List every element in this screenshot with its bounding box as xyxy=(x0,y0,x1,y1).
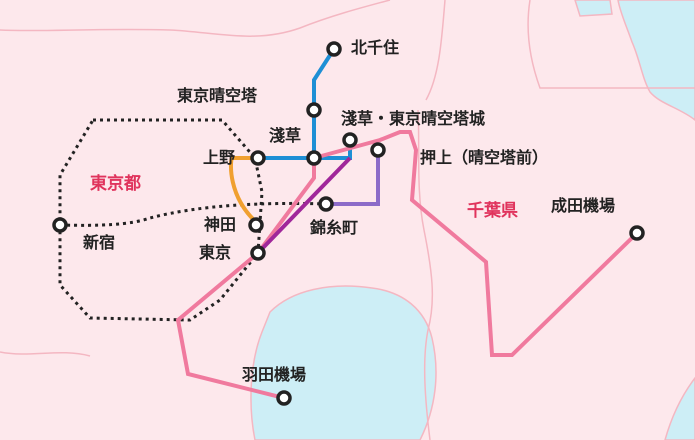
station-marker-asakusa xyxy=(306,150,322,166)
small-lake-water xyxy=(574,0,613,17)
station-marker-haneda xyxy=(276,390,292,406)
label-tokyo-prefecture: 東京都 xyxy=(90,174,141,194)
label-oshiage: 押上（晴空塔前） xyxy=(420,148,549,167)
yamanote-loop-line xyxy=(58,118,329,322)
label-kanda: 神田 xyxy=(204,215,237,234)
station-marker-narita xyxy=(629,225,645,241)
station-marker-skytree xyxy=(306,102,322,118)
label-asakusa: 淺草 xyxy=(269,126,302,145)
station-marker-kitasenju xyxy=(326,41,342,57)
keisei-line xyxy=(175,130,639,400)
label-ueno: 上野 xyxy=(203,148,236,167)
label-kitasenju: 北千住 xyxy=(351,38,400,57)
label-tokyo: 東京 xyxy=(199,243,232,262)
label-chiba-prefecture: 千葉県 xyxy=(467,201,518,221)
station-marker-kanda xyxy=(248,217,264,233)
station-marker-oshiage xyxy=(370,142,386,158)
label-asakusa-skytree-town: 淺草・東京晴空塔城 xyxy=(341,109,486,128)
chuo-line xyxy=(228,156,258,224)
label-skytree: 東京晴空塔 xyxy=(177,86,258,105)
station-marker-ueno xyxy=(250,150,266,166)
hanzomon-line xyxy=(256,156,352,255)
station-marker-shinjuku xyxy=(52,217,68,233)
label-narita: 成田機場 xyxy=(551,196,616,215)
tokyo-bay-water xyxy=(250,285,437,440)
station-marker-asakusa-skytree-town xyxy=(342,132,358,148)
station-markers xyxy=(52,41,645,406)
label-shinjuku: 新宿 xyxy=(83,233,116,252)
label-kinshicho: 錦糸町 xyxy=(310,218,359,237)
southeast-water xyxy=(664,376,695,440)
station-marker-tokyo xyxy=(250,245,266,261)
tobu-line xyxy=(326,150,380,206)
label-haneda: 羽田機場 xyxy=(242,365,307,384)
station-marker-kinshicho xyxy=(318,196,334,212)
northeast-lake-water xyxy=(617,0,695,121)
